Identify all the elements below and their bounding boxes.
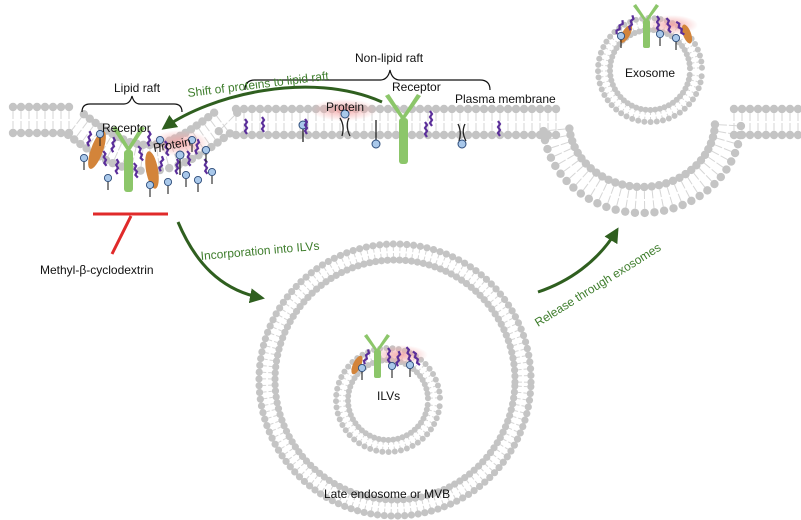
cholesterol-cluster xyxy=(79,129,217,197)
plasma-membrane-label: Plasma membrane xyxy=(455,92,556,106)
incorporation-arrow xyxy=(176,221,265,304)
exosome-cholesterol xyxy=(615,14,685,50)
non-lipid-raft-brace xyxy=(244,69,491,91)
receptor-mid-label: Receptor xyxy=(392,80,441,94)
lipid-raft-cluster xyxy=(79,126,217,197)
protein-mid-label: Protein xyxy=(326,100,364,114)
orange-protein-2 xyxy=(145,151,159,189)
ilvs-label: ILVs xyxy=(377,389,400,403)
protein-left-label: Protein xyxy=(152,135,192,155)
shift-label: Shift of proteins to lipid raft xyxy=(187,69,330,100)
endosome-label: Late endosome or MVB xyxy=(324,487,450,501)
inhibition-symbol xyxy=(93,212,168,255)
late-endosome-vesicle xyxy=(255,240,535,520)
ilv-cholesterol xyxy=(357,346,421,380)
lipid-anchor-1 xyxy=(457,123,467,149)
orange-protein-1 xyxy=(88,131,106,169)
non-lipid-raft-label: Non-lipid raft xyxy=(355,51,424,65)
exosome-raft-patch xyxy=(615,4,698,50)
exosome-label: Exosome xyxy=(625,66,675,80)
inhibitor-label: Methyl-β-cyclodextrin xyxy=(40,263,154,277)
protein-left xyxy=(175,150,185,175)
receptor-left xyxy=(112,126,145,192)
non-lipid-raft-components xyxy=(243,94,502,164)
lipid-anchor-3 xyxy=(298,120,308,142)
incorporation-label: Incorporation into ILVs xyxy=(200,239,320,263)
scattered-cholesterol xyxy=(243,110,502,138)
release-arrow xyxy=(537,227,619,294)
ilv-raft-patch xyxy=(351,334,428,380)
lipid-anchor-2 xyxy=(371,120,381,149)
receptor-left-label: Receptor xyxy=(102,121,151,135)
lipid-raft-label: Lipid raft xyxy=(114,81,161,95)
shift-arrow xyxy=(161,85,383,130)
receptor-mid xyxy=(385,94,421,164)
lipid-raft-brace xyxy=(81,95,183,113)
protein-mid xyxy=(339,109,351,137)
